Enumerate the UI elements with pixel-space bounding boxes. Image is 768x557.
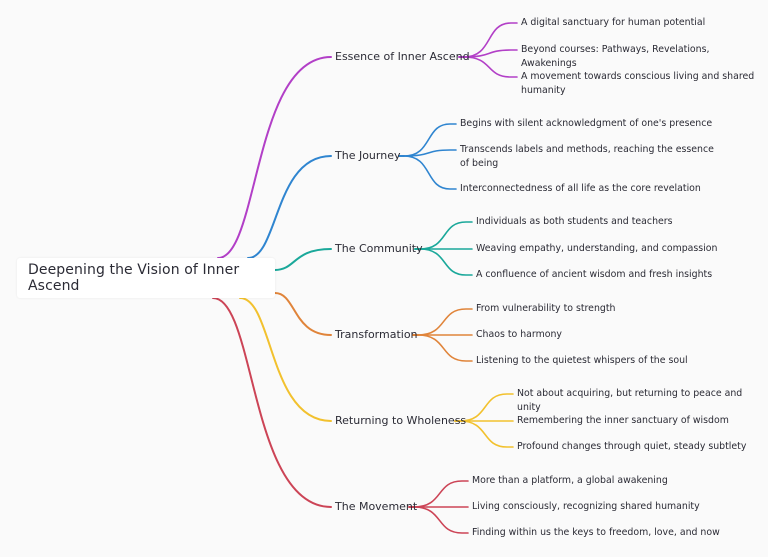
branch-topic-4[interactable]: Transformation [335, 328, 418, 342]
leaf-topic-label: Chaos to harmony [476, 329, 562, 340]
leaf-topic[interactable]: More than a platform, a global awakening [472, 474, 732, 488]
leaf-topic-label: Transcends labels and methods, reaching … [460, 144, 714, 169]
branch-topic-3[interactable]: The Community [335, 242, 423, 256]
leaf-topic[interactable]: Listening to the quietest whispers of th… [476, 354, 736, 368]
branch-topic-label: The Community [335, 242, 423, 255]
leaf-topic[interactable]: Interconnectedness of all life as the co… [460, 182, 715, 196]
branch-topic-label: The Journey [335, 149, 401, 162]
root-topic-label: Deepening the Vision of Inner Ascend [28, 262, 240, 294]
leaf-connector-2-1 [403, 123, 457, 157]
leaf-topic[interactable]: Begins with silent acknowledgment of one… [460, 117, 715, 131]
leaf-connector-1-3 [463, 56, 518, 78]
branch-topic-5[interactable]: Returning to Wholeness [335, 414, 466, 428]
branch-connector-5 [239, 297, 332, 422]
branch-connector-4 [274, 292, 332, 336]
leaf-connector-4-3 [417, 334, 473, 362]
branch-connector-3 [274, 248, 332, 271]
leaf-topic[interactable]: Profound changes through quiet, steady s… [517, 440, 762, 454]
leaf-connector-4-1 [417, 308, 473, 336]
leaf-topic-label: A confluence of ancient wisdom and fresh… [476, 269, 713, 280]
leaf-topic[interactable]: Finding within us the keys to freedom, l… [472, 526, 732, 540]
leaf-topic-label: From vulnerability to strength [476, 303, 616, 314]
leaf-connector-3-1 [419, 221, 473, 250]
leaf-connector-1-2 [463, 49, 518, 58]
leaf-topic-label: More than a platform, a global awakening [472, 475, 668, 486]
leaf-topic[interactable]: Weaving empathy, understanding, and comp… [476, 242, 736, 256]
leaf-topic-label: Beyond courses: Pathways, Revelations, A… [521, 44, 710, 69]
branch-topic-2[interactable]: The Journey [335, 149, 400, 163]
leaf-topic-label: Begins with silent acknowledgment of one… [460, 118, 713, 129]
leaf-topic[interactable]: Remembering the inner sanctuary of wisdo… [517, 414, 762, 428]
leaf-connector-3-3 [419, 248, 473, 276]
branch-topic-6[interactable]: The Movement [335, 500, 417, 514]
leaf-topic[interactable]: A movement towards conscious living and … [521, 70, 761, 97]
leaf-connector-6-3 [413, 506, 469, 534]
leaf-topic-label: Listening to the quietest whispers of th… [476, 355, 688, 366]
branch-connector-1 [217, 56, 332, 259]
branch-connector-2 [247, 155, 332, 259]
leaf-topic-label: A movement towards conscious living and … [521, 71, 755, 96]
branch-topic-label: Transformation [335, 328, 418, 341]
leaf-topic[interactable]: Individuals as both students and teacher… [476, 215, 736, 229]
root-topic[interactable]: Deepening the Vision of Inner Ascend [17, 258, 275, 298]
branch-connector-6 [212, 297, 332, 508]
leaf-topic[interactable]: A digital sanctuary for human potential [521, 16, 761, 30]
leaf-connector-2-3 [403, 155, 457, 190]
leaf-topic-label: Finding within us the keys to freedom, l… [472, 527, 720, 538]
leaf-topic-label: Not about acquiring, but returning to pe… [517, 388, 743, 413]
leaf-topic[interactable]: Living consciously, recognizing shared h… [472, 500, 732, 514]
leaf-connector-2-2 [403, 149, 457, 157]
branch-topic-label: The Movement [335, 500, 418, 513]
branch-topic-label: Essence of Inner Ascend [335, 50, 470, 63]
leaf-connector-1-1 [463, 22, 518, 58]
leaf-topic-label: Individuals as both students and teacher… [476, 216, 673, 227]
leaf-topic[interactable]: Chaos to harmony [476, 328, 736, 342]
leaf-topic-label: Living consciously, recognizing shared h… [472, 501, 700, 512]
leaf-topic[interactable]: Beyond courses: Pathways, Revelations, A… [521, 43, 761, 70]
leaf-topic-label: Remembering the inner sanctuary of wisdo… [517, 415, 729, 426]
branch-topic-label: Returning to Wholeness [335, 414, 467, 427]
leaf-topic-label: Weaving empathy, understanding, and comp… [476, 243, 718, 254]
leaf-topic-label: Profound changes through quiet, steady s… [517, 441, 747, 452]
leaf-connector-5-3 [459, 420, 514, 448]
leaf-topic[interactable]: Not about acquiring, but returning to pe… [517, 387, 762, 414]
leaf-topic[interactable]: From vulnerability to strength [476, 302, 736, 316]
leaf-topic[interactable]: Transcends labels and methods, reaching … [460, 143, 715, 170]
branch-topic-1[interactable]: Essence of Inner Ascend [335, 50, 470, 64]
leaf-connector-6-1 [413, 480, 469, 508]
leaf-topic-label: Interconnectedness of all life as the co… [460, 183, 701, 194]
leaf-topic[interactable]: A confluence of ancient wisdom and fresh… [476, 268, 736, 282]
leaf-topic-label: A digital sanctuary for human potential [521, 17, 706, 28]
leaf-connector-5-1 [459, 393, 514, 422]
